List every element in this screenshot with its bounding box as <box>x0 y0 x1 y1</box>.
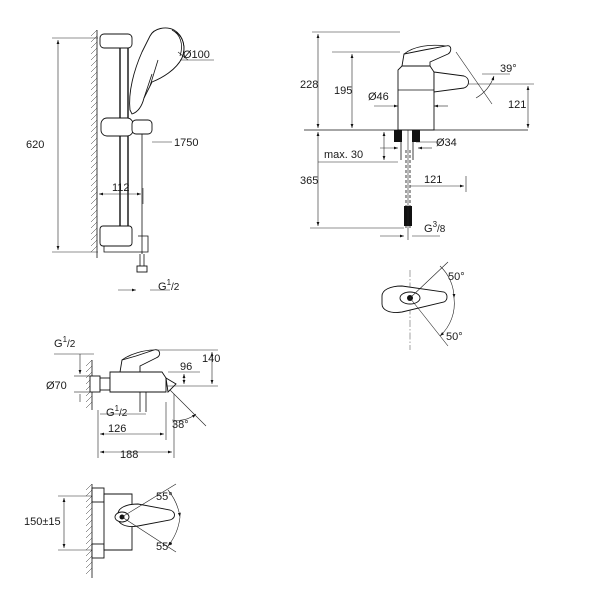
shower-wall-offset-label: 112 <box>112 182 130 194</box>
shower-inlet-g-label: G1/2 <box>158 278 180 293</box>
hand-shower <box>129 27 185 115</box>
shower-hose-length-label: 1750 <box>174 137 198 149</box>
bath-mixer-drawing: G1/2 Ø70 140 96 G1/2 126 38° 188 <box>24 335 220 578</box>
shower-set-drawing: 620 Ø100 1750 112 G1/2 <box>26 27 214 293</box>
bath-center-distance-label: 150±15 <box>24 516 61 528</box>
basin-hole-diameter-label: Ø34 <box>436 137 457 149</box>
bath-outlet-g-label: G1/2 <box>106 404 128 419</box>
basin-lever-angle-label: 39° <box>500 63 517 75</box>
basin-mixer-body <box>397 44 469 131</box>
basin-below-deck-label: 365 <box>300 175 318 187</box>
basin-mixer-top-view: 50° 50° <box>381 261 465 350</box>
bath-height-total-label: 140 <box>202 353 220 365</box>
shower-slider <box>100 117 153 160</box>
shower-rail <box>99 33 149 253</box>
bath-spout-angle-label: 38° <box>172 419 189 431</box>
basin-spout-reach-label: 121 <box>508 99 526 111</box>
bath-inlet-g-label: G1/2 <box>54 335 76 350</box>
bath-rotation-lower-label: 55° <box>156 541 173 553</box>
shower-rail-height-label: 620 <box>26 139 44 151</box>
shower-head-diameter-label: Ø100 <box>183 49 210 61</box>
bath-rotation-upper-label: 55° <box>156 491 173 503</box>
basin-spout-height-label: 195 <box>334 85 352 97</box>
basin-rotation-lower-label: 50° <box>446 331 463 343</box>
bath-spout-projection-label: 126 <box>108 423 126 435</box>
basin-total-height-label: 228 <box>300 79 318 91</box>
basin-mixer-drawing: 228 195 Ø46 39° 121 Ø34 max. 30 365 121 … <box>300 31 534 350</box>
basin-max-deck-label: max. 30 <box>324 149 363 161</box>
basin-hose-reach-label: 121 <box>424 174 442 186</box>
basin-rotation-upper-label: 50° <box>448 271 465 283</box>
bath-overall-projection-label: 188 <box>120 449 138 461</box>
shower-wall <box>90 29 98 258</box>
bath-mixer-top-view: 55° 55° 150±15 <box>24 483 181 578</box>
bath-height-body-label: 96 <box>180 361 192 373</box>
bath-rosette-diameter-label: Ø70 <box>46 380 67 392</box>
basin-connection-g-label: G3/8 <box>424 220 446 235</box>
basin-body-diameter-label: Ø46 <box>368 91 389 103</box>
